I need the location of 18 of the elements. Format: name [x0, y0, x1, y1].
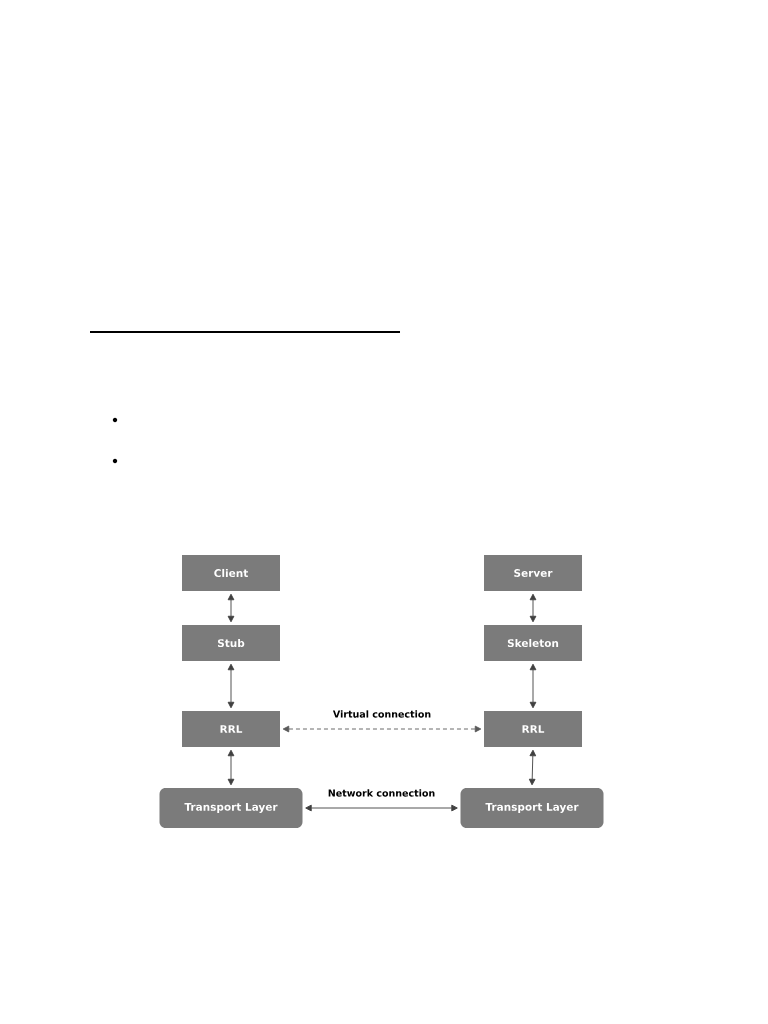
edge-label: Network connection: [328, 789, 435, 797]
arrow: [305, 804, 458, 812]
arrow: [227, 749, 235, 786]
arrow: [529, 663, 537, 709]
process-box: Skeleton: [484, 625, 582, 661]
arrow: [227, 593, 235, 623]
process-box: RRL: [182, 711, 280, 747]
layer-box: Transport Layer: [460, 788, 604, 828]
process-box: Server: [484, 555, 582, 591]
arrow: [282, 725, 482, 733]
process-box: Stub: [182, 625, 280, 661]
arrow: [227, 663, 235, 709]
arrow: [529, 593, 537, 623]
layer-box: Transport Layer: [159, 788, 303, 828]
process-box: RRL: [484, 711, 582, 747]
arrow: [528, 749, 537, 786]
edge-label: Virtual connection: [332, 710, 431, 718]
process-box: Client: [182, 555, 280, 591]
